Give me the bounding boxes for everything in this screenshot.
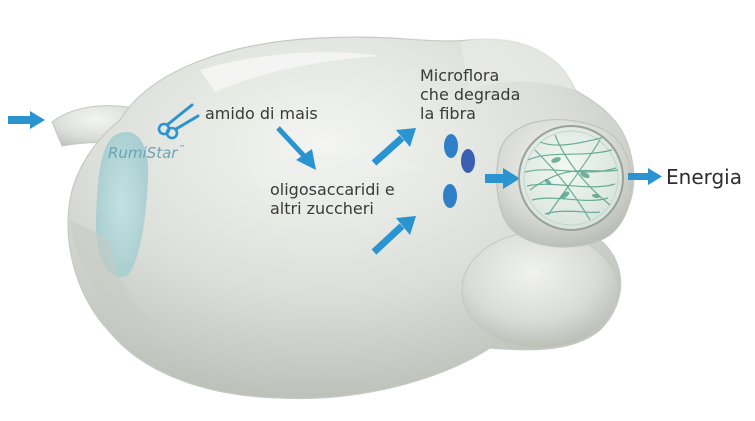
label-starch: amido di mais (205, 104, 318, 123)
brand-trademark: ™ (178, 144, 185, 152)
label-sugars-line1: oligosaccaridi e (270, 180, 395, 199)
label-sugars-line2: altri zuccheri (270, 199, 374, 218)
brand-logo: RumiStar™ (108, 144, 185, 162)
input-arrow (8, 111, 45, 129)
label-microflora-line1: Microflora (420, 66, 499, 85)
right-lower-lobe (462, 232, 618, 348)
label-microflora-line3: la fibra (420, 104, 476, 123)
brand-name: RumiStar (108, 144, 177, 162)
label-energy: Energia (666, 165, 742, 189)
label-microflora-line2: che degrada (420, 85, 520, 104)
magnified-fiber-icon (519, 126, 623, 230)
